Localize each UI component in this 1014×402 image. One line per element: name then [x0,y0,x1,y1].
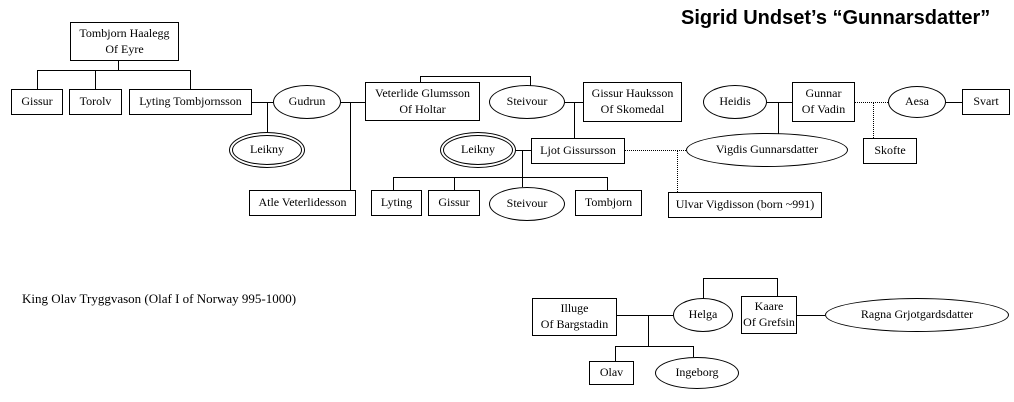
node-label: Svart [973,94,999,109]
node-label: Vigdis Gunnarsdatter [715,142,819,157]
connector-line [118,61,119,70]
connector-line [37,70,190,71]
node-lyting-ljotsson: Lyting [371,190,422,216]
connector-line [454,177,455,190]
node-leikny-daughter: Leikny [229,132,305,168]
connector-line-dotted [855,102,888,103]
connector-line [190,70,191,89]
page-title: Sigrid Undset’s “Gunnarsdatter” [681,7,991,29]
node-vigdis-gunnarsdatter: Vigdis Gunnarsdatter [686,133,848,167]
connector-line [615,346,693,347]
node-label: Steivour [506,94,548,109]
node-atle-veterlidesson: Atle Veterlidesson [249,190,356,216]
node-label: Gissur [21,94,53,109]
node-ragna-grjotgardsdatter: Ragna Grjotgardsdatter [825,298,1009,332]
connector-line [530,76,531,86]
connector-line-dotted [677,150,678,192]
node-label: Gudrun [288,94,326,109]
node-label: Torolv [79,94,112,109]
node-label: Ragna Grjotgardsdatter [860,307,974,322]
connector-line [703,278,704,298]
node-gissur-tombjornsson: Gissur [11,89,63,115]
node-skofte: Skofte [863,138,917,164]
king-olav-note: King Olav Tryggvason (Olaf I of Norway 9… [22,291,297,306]
node-steivour-younger: Steivour [489,187,565,221]
connector-line [946,102,962,103]
connector-line [516,150,531,151]
connector-line [522,150,523,177]
connector-line [37,70,38,89]
node-leikny-wife: Leikny [440,132,516,168]
connector-line [267,102,268,132]
node-tombjorn-ljotsson: Tombjorn [575,190,642,216]
node-label: Leikny [250,142,284,157]
node-olav: Olav [589,361,634,385]
connector-line-dotted [873,102,874,138]
node-label: Helga [688,307,718,322]
connector-line [393,177,607,178]
node-ulvar-vigdisson: Ulvar Vigdisson (born ~991) [668,192,822,218]
connector-line [777,278,778,296]
node-label: Lyting Tombjornsson [139,94,242,109]
connector-line [703,278,777,279]
connector-line [350,102,351,190]
node-lyting-tombjornsson: Lyting Tombjornsson [129,89,252,115]
connector-line [393,177,394,190]
node-label: Tombjorn [584,195,633,210]
node-label: Ingeborg [675,365,719,380]
node-label: Olav [599,365,624,380]
connector-line [95,70,96,89]
node-label: Leikny [461,142,495,157]
connector-line [617,315,673,316]
connector-line [648,315,649,346]
connector-line [778,102,779,134]
node-label: Lyting [380,195,413,210]
node-svart: Svart [962,89,1010,115]
connector-line [252,102,273,103]
node-ljot-gissursson: Ljot Gissursson [531,138,625,164]
connector-line [420,76,530,77]
node-gissur-ljotsson: Gissur [428,190,480,216]
node-gudrun: Gudrun [273,85,341,119]
node-label: Gissur [438,195,470,210]
connector-line [574,102,575,138]
connector-line [420,76,421,82]
connector-line [797,315,825,316]
connector-line-dotted [625,150,686,151]
connector-line [341,102,365,103]
node-steivour-elder: Steivour [489,85,565,119]
connector-line [522,177,523,187]
connector-line [693,346,694,357]
node-heidis: Heidis [703,85,767,119]
node-torolv: Torolv [69,89,122,115]
connector-line [607,177,608,190]
node-aesa: Aesa [888,86,946,118]
connector-line [767,102,792,103]
connector-line [615,346,616,361]
node-label: Steivour [506,196,548,211]
node-helga: Helga [673,298,733,332]
node-label: Aesa [905,94,929,109]
node-label: Ulvar Vigdisson (born ~991) [675,197,815,212]
node-label: Skofte [874,143,906,158]
node-label: Heidis [719,94,751,109]
node-ingeborg: Ingeborg [655,357,739,389]
node-label: Atle Veterlidesson [258,195,347,210]
node-label: Ljot Gissursson [540,143,616,158]
